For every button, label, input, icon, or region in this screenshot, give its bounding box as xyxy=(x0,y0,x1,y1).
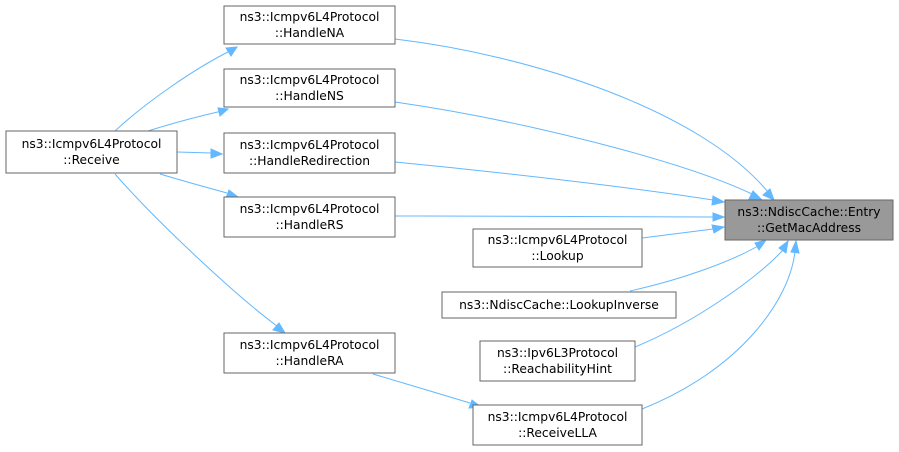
edge-receive-to-handle-redirection xyxy=(176,151,212,154)
node-handle-na[interactable]: ns3::Icmpv6L4Protocol ::HandleNA xyxy=(223,5,396,45)
node-lookup-inverse[interactable]: ns3::NdiscCache::LookupInverse xyxy=(441,291,677,319)
node-receive-lla[interactable]: ns3::Icmpv6L4Protocol ::ReceiveLLA xyxy=(472,404,643,446)
node-label: ::HandleNA xyxy=(275,26,345,40)
edge-lookup-inverse-to-get-mac xyxy=(629,245,759,292)
edge-receive-to-handle-na xyxy=(114,49,233,132)
node-label: ns3::NdiscCache::Entry xyxy=(737,205,880,219)
edge-handle-rs-to-get-mac xyxy=(394,215,714,218)
node-label: ::HandleRS xyxy=(276,218,344,232)
node-label: ns3::Ipv6L3Protocol xyxy=(497,346,618,360)
node-handle-ra[interactable]: ns3::Icmpv6L4Protocol ::HandleRA xyxy=(223,332,396,374)
node-handle-ns[interactable]: ns3::Icmpv6L4Protocol ::HandleNS xyxy=(223,68,396,108)
node-handle-rs[interactable]: ns3::Icmpv6L4Protocol ::HandleRS xyxy=(223,196,396,238)
arrowhead xyxy=(711,195,726,206)
arrowhead xyxy=(778,239,789,254)
node-label: ns3::Icmpv6L4Protocol xyxy=(240,338,380,352)
node-label: ::Receive xyxy=(63,153,119,167)
arrowhead xyxy=(711,224,726,234)
node-label: ns3::Icmpv6L4Protocol xyxy=(240,73,380,87)
arrowhead xyxy=(762,188,775,201)
node-handle-redirection[interactable]: ns3::Icmpv6L4Protocol ::HandleRedirectio… xyxy=(223,132,396,174)
edge-receive-lla-to-get-mac xyxy=(641,250,796,410)
node-receive[interactable]: ns3::Icmpv6L4Protocol ::Receive xyxy=(5,130,178,174)
edge-handle-na-to-get-mac xyxy=(394,38,769,193)
node-label: ns3::Icmpv6L4Protocol xyxy=(488,233,628,247)
arrowhead xyxy=(210,148,224,159)
edge-handle-ra-to-receive-lla xyxy=(372,373,471,404)
arrowhead xyxy=(225,46,238,57)
edge-handle-ns-to-get-mac xyxy=(394,101,753,195)
arrowhead xyxy=(217,107,230,117)
node-label: ns3::Icmpv6L4Protocol xyxy=(488,410,628,424)
edge-receive-to-handle-ns xyxy=(147,110,223,132)
node-label: ns3::Icmpv6L4Protocol xyxy=(22,137,162,151)
edge-receive-to-handle-rs xyxy=(159,173,228,194)
edge-receive-to-handle-ra xyxy=(114,173,278,327)
node-label: ::HandleRedirection xyxy=(249,154,370,168)
node-label: ::ReceiveLLA xyxy=(518,426,597,440)
edge-handle-redirection-to-get-mac xyxy=(394,161,714,201)
arrowhead xyxy=(754,239,768,251)
arrowhead xyxy=(790,239,800,254)
node-label: ns3::Icmpv6L4Protocol xyxy=(240,202,380,216)
node-label: ::Lookup xyxy=(531,249,584,263)
node-get-mac-address[interactable]: ns3::NdiscCache::Entry ::GetMacAddress xyxy=(724,199,894,241)
edge-reach-hint-to-get-mac xyxy=(634,249,784,348)
node-label: ns3::Icmpv6L4Protocol xyxy=(240,138,380,152)
arrowhead xyxy=(272,322,287,334)
node-label: ::ReachabilityHint xyxy=(503,362,612,376)
node-label: ::GetMacAddress xyxy=(757,221,861,235)
node-label: ns3::Icmpv6L4Protocol xyxy=(240,10,380,24)
node-label: ::HandleNS xyxy=(275,89,344,103)
node-lookup[interactable]: ns3::Icmpv6L4Protocol ::Lookup xyxy=(472,228,643,268)
arrowhead xyxy=(712,212,726,222)
arrowhead xyxy=(748,190,763,200)
node-label: ::HandleRA xyxy=(275,354,344,368)
edge-lookup-to-get-mac xyxy=(641,228,714,239)
node-label: ns3::NdiscCache::LookupInverse xyxy=(459,298,659,312)
node-reachability-hint[interactable]: ns3::Ipv6L3Protocol ::ReachabilityHint xyxy=(479,340,636,382)
